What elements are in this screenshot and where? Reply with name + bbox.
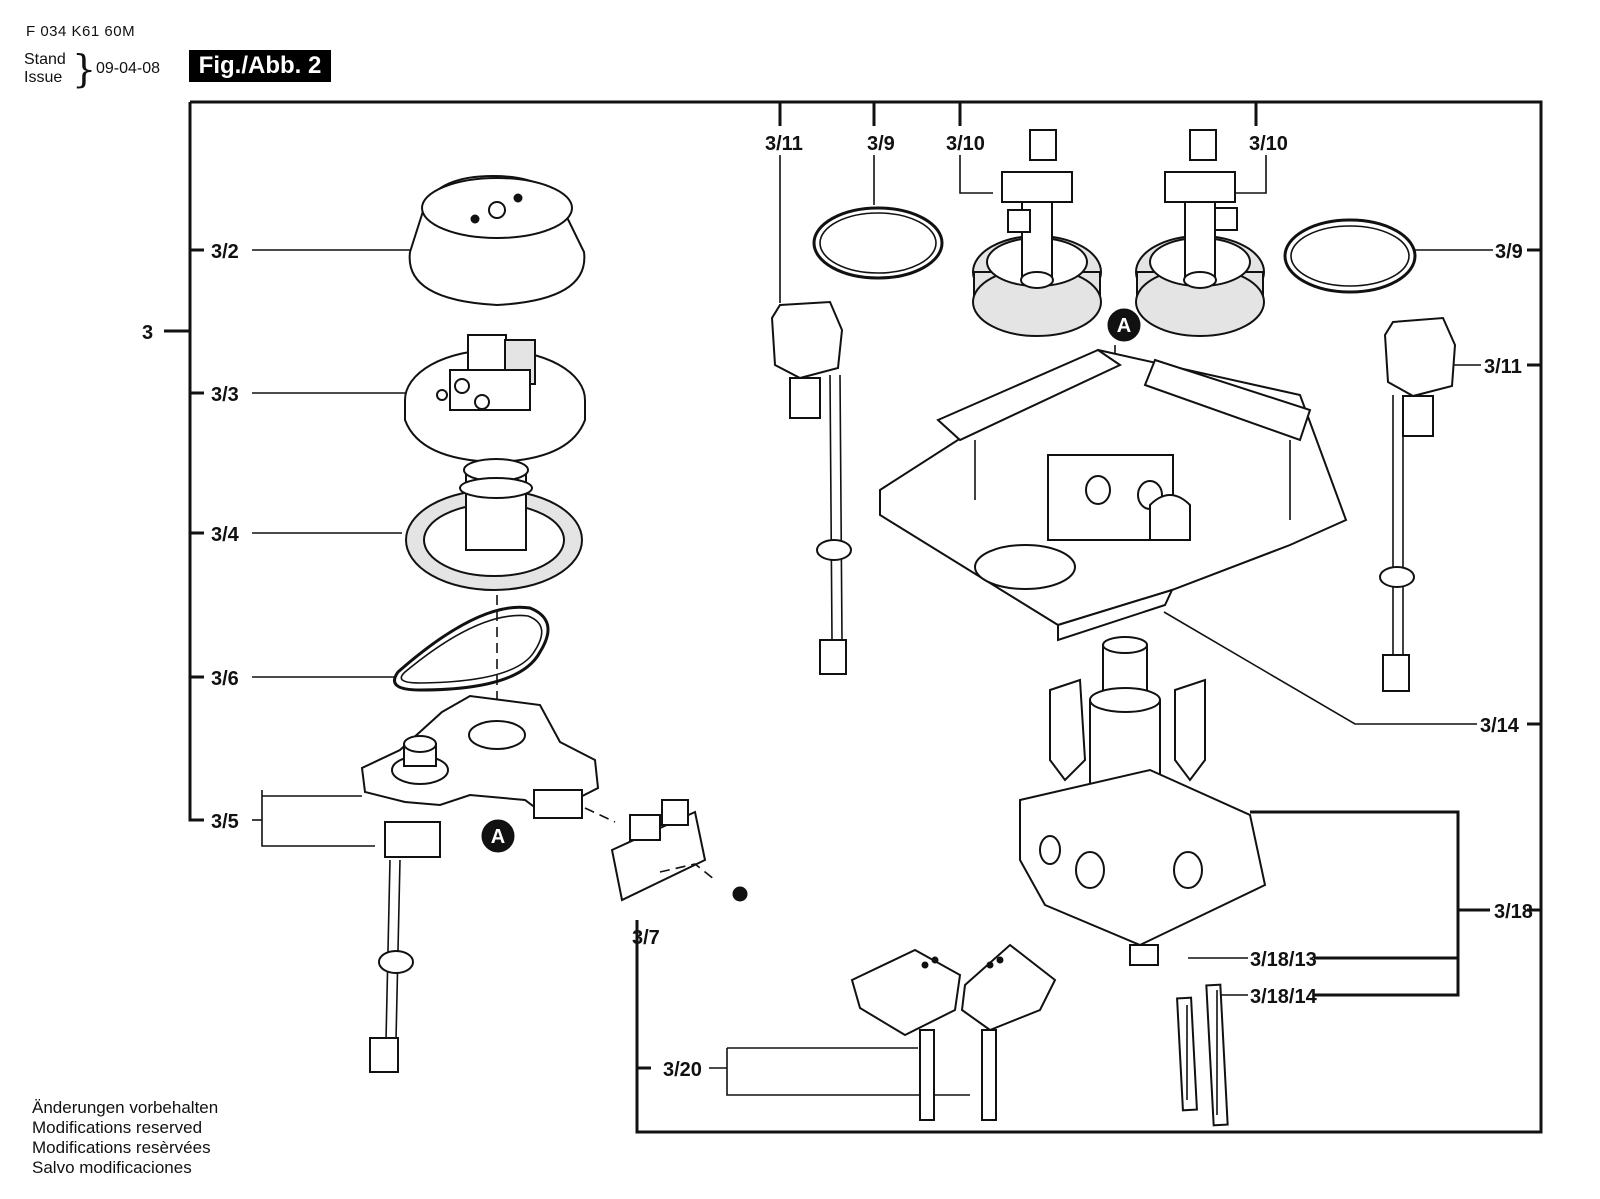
label-3-7: 3/7 [632,927,660,949]
label-3-10-right: 3/10 [1249,133,1288,155]
label-3-5: 3/5 [211,811,239,833]
callout-a-bottom: A [481,819,515,853]
drive-belt-part [393,605,550,692]
label-3-11-right: 3/11 [1484,356,1522,378]
label-3-10-left: 3/10 [946,133,985,155]
footer-line-fr: Modifications resèrvées [32,1138,211,1157]
label-3-9-right: 3/9 [1495,241,1523,263]
label-3-6: 3/6 [211,668,239,690]
footer-notice: Änderungen vorbehalten Modifications res… [32,1098,218,1178]
label-3-3: 3/3 [211,384,239,406]
callout-a-top-label: A [1117,315,1131,337]
frame-lines [164,100,1543,1134]
label-main-3: 3 [142,322,153,344]
pendulum-assembly-part [1019,636,1267,966]
label-3-18-14: 3/18/14 [1250,986,1318,1008]
brace-icon: } [72,47,97,91]
o-ring-left-part [812,206,944,280]
label-3-20: 3/20 [663,1059,702,1081]
motor-mount-part [360,694,600,1073]
callout-a-bottom-label: A [491,826,505,848]
label-3-14: 3/14 [1480,715,1520,737]
callout-a-top: A [1107,308,1141,342]
adjuster-gear-left-part [972,129,1102,337]
lens-housing-part [404,334,586,464]
label-3-11-left: 3/11 [765,133,803,155]
contact-strips-part [1176,983,1229,1127]
sensor-board-part [584,799,748,902]
level-sensor-left-part [770,300,852,675]
label-3-18-13: 3/18/13 [1250,949,1317,971]
footer-line-es: Salvo modificaciones [32,1158,192,1177]
cap-cover-part [408,174,586,307]
label-3-9-left: 3/9 [867,133,895,155]
issue-date: 09-04-08 [96,60,161,77]
label-3-4: 3/4 [211,524,240,546]
label-3-2: 3/2 [211,241,239,263]
figure-label: Fig./Abb. 2 [189,50,331,82]
gear-wheel-part [405,458,583,591]
label-3-18: 3/18 [1494,901,1533,923]
part-labels: 3 3/2 3/3 3/4 3/6 3/5 3/7 3/11 3/9 3/10 … [142,133,1533,1081]
o-ring-right-part [1283,218,1417,294]
circuit-boards-part [850,943,1057,1121]
base-plate-part [879,348,1348,642]
footer-line-en: Modifications reserved [32,1118,203,1137]
stand-label: Stand [24,51,66,68]
document-number: F 034 K61 60M [26,23,136,40]
issue-label: Issue [24,69,63,86]
level-sensor-right-part [1379,316,1457,692]
adjuster-gear-right-part [1135,129,1265,337]
footer-line-de: Änderungen vorbehalten [32,1098,219,1117]
